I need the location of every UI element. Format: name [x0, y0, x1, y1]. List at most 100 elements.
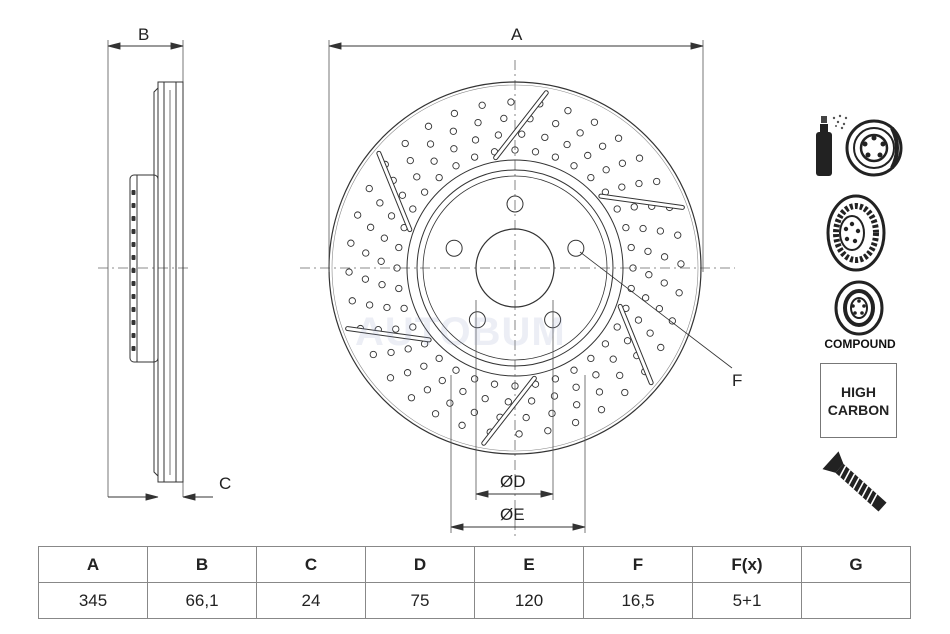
spec-value-c: 24: [256, 582, 366, 619]
dim-label-d: ØD: [500, 472, 526, 491]
drill-hole: [635, 179, 643, 188]
side-vent-hole: [131, 268, 136, 273]
drill-hole: [622, 223, 630, 232]
drill-hole: [420, 362, 428, 370]
drill-hole: [548, 409, 556, 418]
drill-hole: [403, 369, 412, 377]
disc-slot-inner: [494, 91, 548, 160]
disc-slot-inner: [482, 376, 536, 445]
drill-hole: [490, 380, 499, 388]
drill-hole: [471, 136, 480, 144]
drill-hole: [551, 153, 560, 161]
spec-header-fx: F(x): [692, 546, 802, 583]
drill-hole: [420, 188, 429, 196]
drill-hole: [424, 122, 433, 130]
drill-hole: [518, 130, 526, 138]
drill-hole: [395, 284, 403, 293]
drill-hole: [507, 98, 515, 106]
drill-hole: [639, 224, 647, 233]
center-lines: [98, 60, 735, 540]
drill-hole: [450, 145, 458, 153]
drill-hole: [677, 260, 685, 268]
drill-hole: [544, 427, 552, 435]
drill-hole: [387, 212, 396, 220]
drill-hole: [406, 156, 414, 165]
drill-hole: [450, 109, 459, 118]
spec-table: A B C D E F F(x) G 345 66,1 24 75 120 16…: [38, 546, 911, 619]
spec-value-g: [801, 582, 911, 619]
spec-value-f: 16,5: [583, 582, 693, 619]
drill-hole: [354, 211, 362, 219]
bolt-hole: [567, 239, 585, 257]
drill-hole: [573, 401, 581, 409]
spec-table-value-row: 345 66,1 24 75 120 16,5 5+1: [38, 582, 911, 619]
spec-header-f: F: [583, 546, 693, 583]
drill-hole: [386, 374, 395, 382]
disc-slot-inner: [377, 151, 412, 232]
drill-hole: [614, 134, 623, 142]
drill-hole: [511, 382, 519, 390]
drill-hole: [404, 345, 412, 353]
drill-hole: [376, 199, 384, 207]
high-carbon-badge: HIGH CARBON: [820, 363, 897, 438]
side-vent-hole: [131, 229, 136, 234]
drill-hole: [634, 316, 643, 324]
drill-hole: [609, 355, 617, 363]
drill-hole: [618, 159, 627, 167]
drill-hole: [435, 354, 443, 363]
drill-hole: [380, 234, 389, 242]
compound-label: COMPOUND: [824, 337, 896, 351]
drill-hole: [500, 114, 508, 123]
drill-hole: [409, 323, 417, 331]
drill-hole: [563, 140, 571, 149]
drill-hole: [446, 399, 454, 407]
spec-header-e: E: [474, 546, 584, 583]
disc-slot-inner: [618, 304, 653, 385]
drill-hole: [653, 177, 661, 186]
drill-hole: [668, 317, 676, 325]
drill-hole: [478, 101, 486, 109]
drill-hole: [570, 366, 578, 374]
drill-hole: [515, 430, 523, 438]
spec-header-a: A: [38, 546, 148, 583]
drill-hole: [361, 275, 370, 283]
drill-hole: [531, 148, 540, 156]
drill-hole: [452, 162, 460, 170]
spec-header-d: D: [365, 546, 475, 583]
drill-hole: [630, 203, 638, 211]
drill-hole: [369, 350, 377, 359]
drill-hole: [426, 140, 435, 148]
drill-hole: [618, 183, 626, 191]
disc-slot-inner: [599, 194, 684, 209]
disc-slot-inner: [346, 327, 431, 342]
brake-disc-drawing: A B C ØD ØE F: [98, 25, 742, 540]
drill-hole: [629, 264, 637, 272]
drill-hole: [438, 376, 446, 385]
drill-hole: [613, 323, 621, 331]
drill-hole: [627, 243, 635, 252]
drill-hole: [541, 133, 549, 142]
drill-hole: [635, 154, 644, 162]
spec-header-b: B: [147, 546, 257, 583]
drill-hole: [623, 337, 632, 345]
drill-hole: [377, 257, 385, 265]
drill-hole: [641, 294, 650, 302]
drill-hole: [398, 191, 407, 199]
high-carbon-line2: CARBON: [827, 401, 890, 418]
drill-hole: [522, 413, 530, 422]
drill-hole: [598, 142, 607, 150]
drill-hole: [601, 340, 610, 348]
dim-label-f: F: [732, 371, 742, 390]
drill-hole: [458, 421, 466, 429]
drill-hole: [345, 268, 353, 276]
drill-hole: [470, 153, 479, 161]
drill-hole: [401, 139, 409, 148]
drill-hole: [452, 366, 460, 374]
drill-hole: [587, 354, 595, 363]
drill-hole: [602, 166, 610, 174]
drill-hole: [590, 118, 599, 126]
drill-hole: [657, 343, 665, 352]
side-vent-hole: [131, 216, 136, 221]
drill-hole: [597, 406, 606, 414]
drill-hole: [392, 325, 400, 333]
